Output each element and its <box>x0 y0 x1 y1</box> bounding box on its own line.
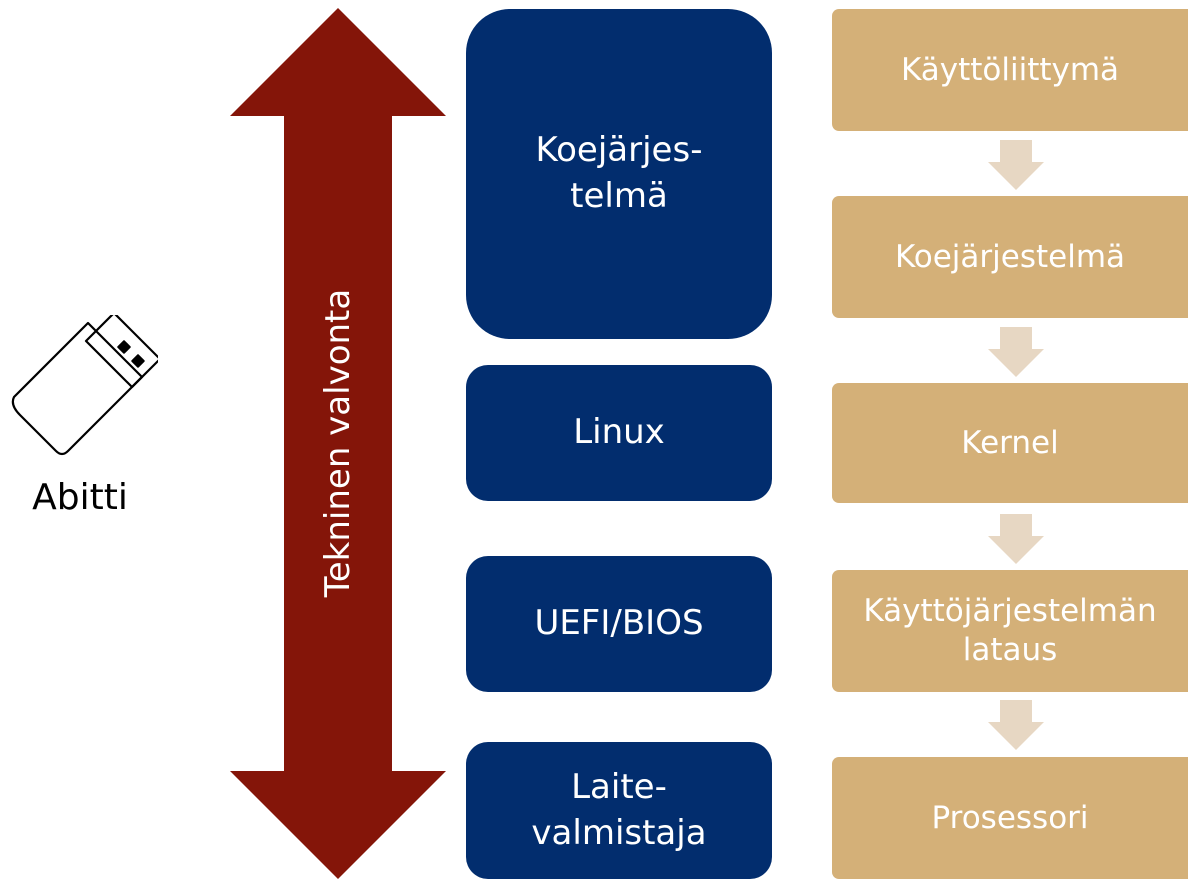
step-label: Käyttöliittymä <box>900 51 1120 88</box>
process-step-kernel: Kernel <box>832 383 1188 503</box>
step-label: Koejärjestelmä <box>894 238 1126 275</box>
step-label: Käyttöjärjestelmän lataus <box>863 593 1157 668</box>
double-arrow-shape <box>230 8 446 879</box>
layer-box-linux: Linux <box>466 365 772 501</box>
down-arrow-icon <box>988 514 1044 564</box>
layer-label: UEFI/BIOS <box>534 603 704 644</box>
usb-label: Abitti <box>32 477 128 518</box>
down-arrow-icon <box>988 700 1044 750</box>
layer-box-uefi-bios: UEFI/BIOS <box>466 556 772 692</box>
down-arrow-icon <box>988 327 1044 377</box>
step-label: Kernel <box>961 424 1059 461</box>
layer-box-koejarjestelma: Koejärjes- telmä <box>466 9 772 339</box>
double-arrow <box>230 8 446 879</box>
arrow-label: Tekninen valvonta <box>318 288 358 598</box>
step-label: Prosessori <box>931 799 1089 836</box>
down-arrow-icon <box>988 140 1044 190</box>
process-step-prosessori: Prosessori <box>832 757 1188 879</box>
layer-label: Laite- valmistaja <box>531 766 707 853</box>
process-step-kayttoliittyma: Käyttöliittymä <box>832 9 1188 131</box>
layer-label: Koejärjes- telmä <box>535 130 703 216</box>
usb-stick-icon <box>11 315 158 456</box>
layer-label: Linux <box>573 412 665 453</box>
process-step-kayttojarjestelman-lataus: Käyttöjärjestelmän lataus <box>832 570 1188 692</box>
process-step-koejarjestelma: Koejärjestelmä <box>832 196 1188 318</box>
layer-box-laitevalmistaja: Laite- valmistaja <box>466 742 772 879</box>
